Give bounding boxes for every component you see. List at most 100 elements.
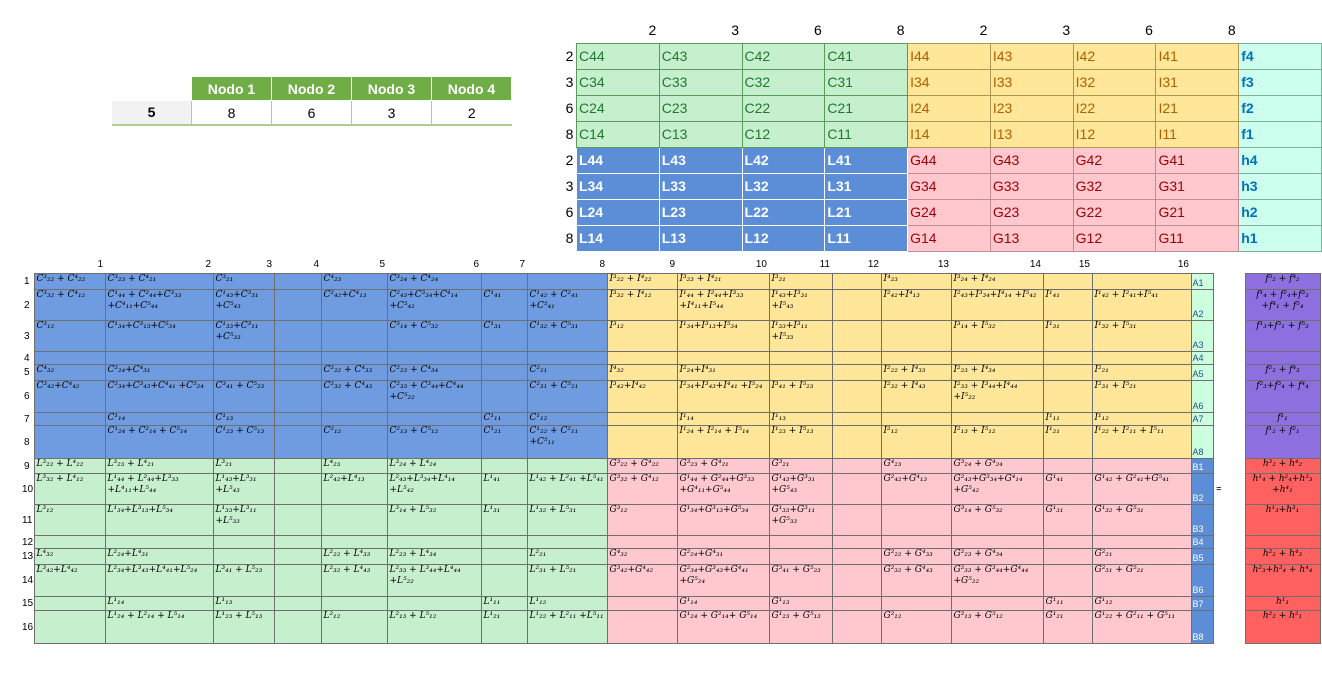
block-cell-c[interactable]: C14	[575, 120, 660, 148]
matrix-cell[interactable]	[33, 425, 106, 459]
matrix-cell[interactable]: G¹₄₄ + G²₄₄+G³₃₃ +G⁴₁₁+G⁵₄₄	[676, 473, 770, 505]
matrix-cell[interactable]: G¹₂₄ + G²₁₄+ G⁵₁₄	[676, 610, 770, 644]
matrix-cell[interactable]	[273, 458, 322, 474]
matrix-cell[interactable]: C¹₁₂	[526, 412, 608, 426]
block-rhs-cell[interactable]: f1	[1238, 120, 1322, 148]
matrix-cell[interactable]: G²₂₂ + G⁴₃₃	[880, 548, 952, 565]
matrix-cell[interactable]: C³₄₂+C⁴₄₂	[33, 380, 106, 413]
block-cell-i[interactable]: I11	[1155, 120, 1240, 148]
block-cell-l[interactable]: L34	[575, 172, 660, 200]
matrix-cell[interactable]: G³₃₂ + G⁴₁₂	[606, 473, 678, 505]
block-cell-l[interactable]: L42	[741, 146, 826, 174]
matrix-cell[interactable]: G²₃₄+G³₄₃+G⁴₄₁ +G⁵₂₄	[676, 564, 770, 597]
matrix-cell[interactable]	[104, 535, 214, 549]
nodo-value-2[interactable]: 6	[271, 100, 352, 126]
block-cell-l[interactable]: L41	[824, 146, 909, 174]
block-cell-i[interactable]: I44	[907, 42, 991, 70]
matrix-rhs-cell[interactable]	[1244, 535, 1321, 549]
matrix-cell[interactable]: C¹₃₁	[480, 320, 528, 352]
matrix-cell[interactable]: I²₂₁	[1091, 364, 1192, 381]
block-cell-l[interactable]: L11	[824, 224, 909, 252]
matrix-cell[interactable]: G³₄₂+G⁴₄₂	[606, 564, 678, 597]
block-rhs-cell[interactable]: f4	[1238, 42, 1322, 70]
matrix-cell[interactable]	[676, 351, 770, 365]
matrix-cell[interactable]	[880, 351, 952, 365]
matrix-cell[interactable]: L³₂₁	[212, 458, 275, 474]
matrix-cell[interactable]: G¹₁₄	[676, 596, 770, 611]
block-cell-l[interactable]: L33	[658, 172, 743, 200]
matrix-cell[interactable]: C²₃₂ + C⁴₄₃	[320, 380, 388, 413]
matrix-cell[interactable]: I³₁₂	[606, 320, 678, 352]
matrix-cell[interactable]: G²₄₃+G³₃₄+G⁴₁₄ +G⁵₄₂	[950, 473, 1044, 505]
matrix-cell[interactable]	[606, 412, 678, 426]
matrix-cell[interactable]: C²₃₄+C³₄₃+C⁴₄₁ +C⁵₂₄	[104, 380, 214, 413]
matrix-cell[interactable]: I¹₂₄ + I²₁₄ + I⁵₁₄	[676, 425, 770, 459]
matrix-cell[interactable]: I²₃₂ + I⁴₄₃	[880, 380, 952, 413]
matrix-cell[interactable]	[1091, 535, 1192, 549]
matrix-cell[interactable]: I²₃₃ + I³₄₄+I⁴₄₄ +I⁵₂₂	[950, 380, 1044, 413]
block-cell-g[interactable]: G21	[1155, 198, 1240, 226]
matrix-cell[interactable]	[1042, 458, 1093, 474]
matrix-cell[interactable]: G²₂₄+G⁴₃₁	[676, 548, 770, 565]
matrix-cell[interactable]	[320, 535, 388, 549]
matrix-cell[interactable]	[831, 610, 882, 644]
block-cell-c[interactable]: C24	[575, 94, 660, 122]
block-cell-g[interactable]: G11	[1155, 224, 1240, 252]
matrix-cell[interactable]: I¹₃₄+I³₁₃+I⁵₃₄	[676, 320, 770, 352]
matrix-cell[interactable]: L¹₃₃+L³₁₁ +L⁵₃₃	[212, 504, 275, 536]
matrix-rhs-cell[interactable]: h²₃+h³₄ + h⁴₄	[1244, 564, 1321, 597]
matrix-cell[interactable]	[33, 535, 106, 549]
block-cell-g[interactable]: G33	[989, 172, 1074, 200]
matrix-cell[interactable]	[831, 320, 882, 352]
matrix-cell[interactable]: I²₁₃ + I⁵₁₂	[950, 425, 1044, 459]
matrix-cell[interactable]: C²₄₃+C³₃₄+C⁴₁₄ +C⁵₄₂	[386, 289, 482, 321]
matrix-cell[interactable]	[1042, 535, 1093, 549]
matrix-cell[interactable]: G²₃₃ + G³₄₄+G⁴₄₄ +G⁵₂₂	[950, 564, 1044, 597]
matrix-cell[interactable]	[526, 273, 608, 290]
matrix-cell[interactable]: L²₃₁ + L⁵₂₁	[526, 564, 608, 597]
block-cell-i[interactable]: I43	[989, 42, 1074, 70]
matrix-rhs-cell[interactable]: h¹₃+h³₁	[1244, 504, 1321, 536]
matrix-rhs-cell[interactable]: h²₂ + h⁴₃	[1244, 548, 1321, 565]
matrix-cell[interactable]: C¹₂₂ + C²₁₁ +C⁵₁₁	[526, 425, 608, 459]
block-cell-l[interactable]: L44	[575, 146, 660, 174]
matrix-cell[interactable]: I¹₁₁	[1042, 412, 1093, 426]
matrix-cell[interactable]: G²₃₂ + G⁴₄₃	[880, 564, 952, 597]
matrix-cell[interactable]: I²₁₂	[880, 425, 952, 459]
matrix-cell[interactable]	[950, 412, 1044, 426]
matrix-cell[interactable]: I³₂₃ + I⁴₂₁	[676, 273, 770, 290]
matrix-cell[interactable]: C¹₁₃	[212, 412, 275, 426]
matrix-cell[interactable]	[212, 535, 275, 549]
matrix-cell[interactable]: C³₂₁	[212, 273, 275, 290]
matrix-cell[interactable]	[1042, 564, 1093, 597]
matrix-cell[interactable]: I¹₂₂ + I²₁₁ + I⁵₁₁	[1091, 425, 1192, 459]
matrix-cell[interactable]	[212, 351, 275, 365]
block-cell-l[interactable]: L43	[658, 146, 743, 174]
block-cell-c[interactable]: C12	[741, 120, 826, 148]
matrix-cell[interactable]	[320, 320, 388, 352]
matrix-cell[interactable]: C¹₃₂ + C⁵₃₁	[526, 320, 608, 352]
matrix-cell[interactable]	[831, 564, 882, 597]
matrix-cell[interactable]	[104, 351, 214, 365]
matrix-cell[interactable]	[33, 412, 106, 426]
matrix-cell[interactable]: G³₁₄ + G⁵₃₂	[950, 504, 1044, 536]
matrix-cell[interactable]: L¹₂₃ + L⁵₁₃	[212, 610, 275, 644]
matrix-cell[interactable]: G³₂₂ + G⁴₂₂	[606, 458, 678, 474]
matrix-cell[interactable]	[526, 351, 608, 365]
nodo-header-1[interactable]: Nodo 1	[191, 76, 272, 101]
matrix-cell[interactable]	[1091, 273, 1192, 290]
matrix-cell[interactable]: C²₁₂	[320, 425, 388, 459]
block-rhs-cell[interactable]: h1	[1238, 224, 1322, 252]
matrix-cell[interactable]: L¹₂₄ + L²₁₄ + L⁵₁₄	[104, 610, 214, 644]
matrix-cell[interactable]: C²₁₃ + C⁵₁₂	[386, 425, 482, 459]
matrix-cell[interactable]: C¹₁₄	[104, 412, 214, 426]
matrix-cell[interactable]: L¹₄₂ + L²₄₁ +L⁵₄₁	[526, 473, 608, 505]
matrix-cell[interactable]	[606, 535, 678, 549]
matrix-cell[interactable]: L³₄₁ + L⁵₂₃	[212, 564, 275, 597]
block-cell-l[interactable]: L31	[824, 172, 909, 200]
matrix-cell[interactable]	[831, 458, 882, 474]
matrix-cell[interactable]	[880, 596, 952, 611]
matrix-cell[interactable]	[831, 425, 882, 459]
matrix-cell[interactable]: I²₃₄+I³₄₃+I⁴₄₁ +I⁵₂₄	[676, 380, 770, 413]
matrix-cell[interactable]: L²₄₃+L³₃₄+L⁴₁₄ +L⁵₄₂	[386, 473, 482, 505]
